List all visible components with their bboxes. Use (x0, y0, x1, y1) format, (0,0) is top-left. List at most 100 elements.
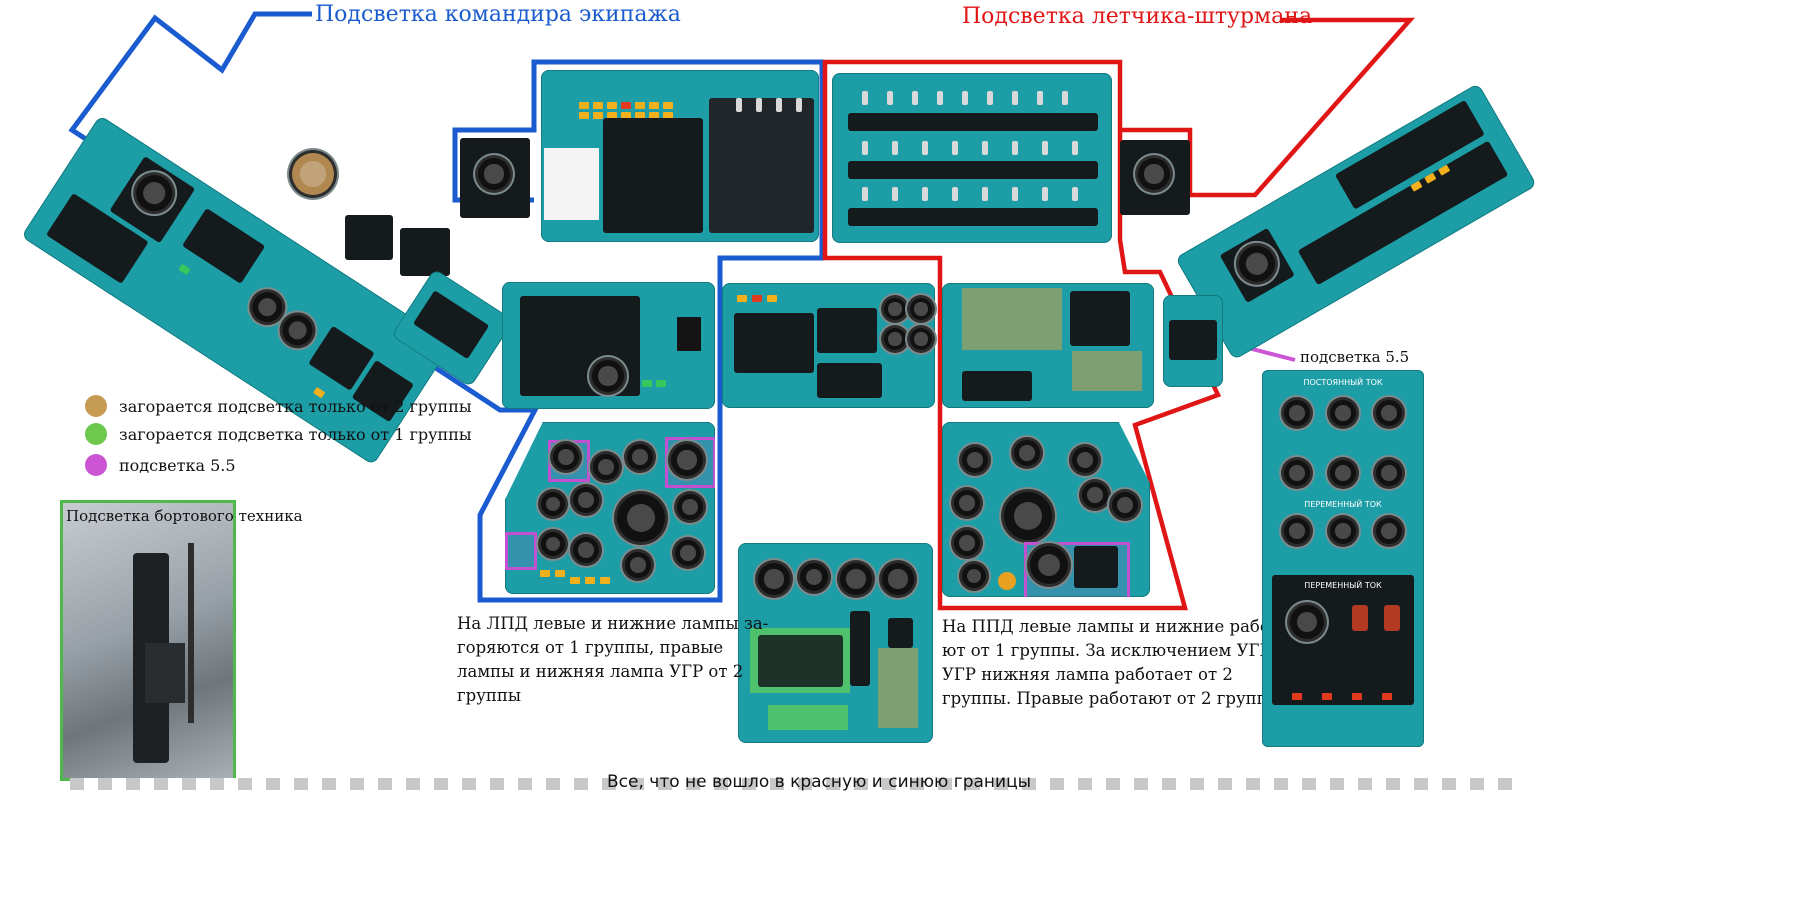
instrument-gauge (573, 537, 599, 563)
yellow-lamp (663, 102, 673, 109)
instrument-gauge (954, 490, 980, 516)
radio-control-box-right (1120, 140, 1190, 215)
green-lamp (656, 380, 666, 387)
label-strip (848, 208, 1098, 226)
dc-gauge (1284, 400, 1310, 426)
console-block (817, 363, 882, 398)
yellow-lamp (663, 112, 673, 119)
yellow-lamp (579, 102, 589, 109)
console-gauge (884, 298, 906, 320)
engineer-panel (145, 643, 185, 703)
group2-highlight (962, 288, 1062, 350)
ac-gauge (1284, 518, 1310, 544)
flight-engineer-label: Подсветка бортового техника (66, 507, 303, 525)
control-knob (1138, 158, 1170, 190)
bottom-caption: Все, что не вошло в красную и синюю гран… (607, 772, 1032, 792)
orange-button (998, 572, 1016, 590)
toggle-switch (1037, 91, 1043, 105)
instrument-gauge (677, 494, 703, 520)
gold-dot-icon (85, 395, 107, 417)
yellow-lamp (555, 570, 565, 577)
instrument-gauge (1072, 447, 1098, 473)
console-block (962, 371, 1032, 401)
console-block (345, 215, 393, 260)
dc-gauge (1376, 460, 1402, 486)
instrument-gauge (1014, 440, 1040, 466)
attitude-indicator (1004, 492, 1052, 540)
legend-55: подсветка 5.5 (85, 454, 236, 476)
toggle-switch (892, 187, 898, 201)
dc-gauge (1330, 460, 1356, 486)
red-lamp (1292, 693, 1302, 700)
instrument-gauge (800, 563, 828, 591)
red-switch (1384, 605, 1400, 631)
dc-gauge (1330, 400, 1356, 426)
label-strip (848, 113, 1098, 131)
checklist-card (544, 148, 599, 220)
middle-right-panel (942, 283, 1154, 408)
dc-gauge (1376, 400, 1402, 426)
yellow-lamp (649, 102, 659, 109)
instrument-gauge (962, 447, 988, 473)
toggle-switch (892, 141, 898, 155)
console-gauge (276, 309, 319, 352)
ugr-indicator (1030, 546, 1068, 584)
note-line: лампы и нижняя лампа УГР от 2 (457, 662, 744, 681)
note-line: группы. Правые работают от 2 группы (942, 689, 1281, 708)
console-block (182, 208, 266, 284)
lighting-55-highlight (505, 532, 537, 570)
yellow-lamp (607, 102, 617, 109)
console-gauge (910, 328, 932, 350)
toggle-switch (1042, 187, 1048, 201)
commander-boundary (68, 11, 825, 603)
toggle-switch (756, 98, 762, 112)
note-line: На ППД левые лампы и нижние работа- (942, 617, 1295, 636)
instrument-gauge (758, 563, 790, 595)
yellow-lamp (593, 112, 603, 119)
instrument-gauge (541, 532, 565, 556)
navigator-lighting-title: Подсветка летчика-штурмана (962, 4, 1313, 29)
toggle-switch (987, 91, 993, 105)
toggle-switch (922, 141, 928, 155)
toggle-switch (776, 98, 782, 112)
middle-center-panel (722, 283, 935, 408)
green-dot-icon (85, 423, 107, 445)
label-strip (848, 161, 1098, 179)
commander-lighting-title: Подсветка командира экипажа (315, 2, 681, 27)
red-lamp (1352, 693, 1362, 700)
instrument-gauge (675, 540, 701, 566)
ac-panel-label: ПЕРЕМЕННЫЙ ТОК (1304, 500, 1382, 509)
console-block (1074, 546, 1118, 588)
note-line: ют от 1 группы. За исключением УГР. У (942, 641, 1293, 660)
console-gauge (592, 360, 624, 392)
bottom-center-panel (738, 543, 933, 743)
lpd-note: На ЛПД левые и нижние лампы за- горяются… (457, 612, 768, 708)
toggle-switch (736, 98, 742, 112)
red-lamp (752, 295, 762, 302)
yellow-lamp (737, 295, 747, 302)
toggle-switch (982, 187, 988, 201)
toggle-switch (887, 91, 893, 105)
group2-highlight (878, 648, 918, 728)
green-lamp (642, 380, 652, 387)
toggle-switch (1072, 187, 1078, 201)
cable (188, 543, 194, 723)
legend-label: загорается подсветка только от 1 группы (119, 424, 472, 444)
instrument-gauge (1112, 492, 1138, 518)
console-block (1070, 291, 1130, 346)
yellow-lamp (767, 295, 777, 302)
toggle-switch (1012, 187, 1018, 201)
console-block (1169, 320, 1217, 360)
group2-highlight (1072, 351, 1142, 391)
switch-block (709, 98, 814, 233)
toggle-switch (862, 141, 868, 155)
ac-gauge (1330, 518, 1356, 544)
note-line: УГР нижняя лампа работает от 2 (942, 665, 1233, 684)
yellow-lamp (570, 577, 580, 584)
toggle-switch (952, 187, 958, 201)
toggle-switch (952, 141, 958, 155)
instrument-gauge (625, 552, 651, 578)
right-side-small-panel (1163, 295, 1223, 387)
console-gauge (910, 298, 932, 320)
note-line: группы (457, 686, 522, 705)
